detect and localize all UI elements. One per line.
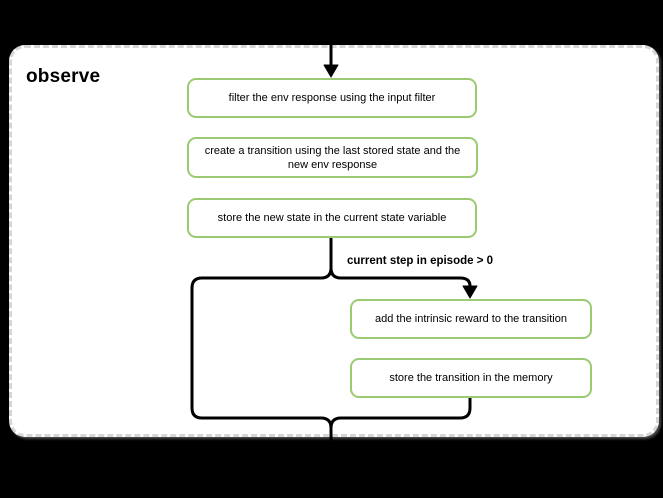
group-title: observe: [26, 66, 101, 87]
flow-node-store-transition: store the transition in the memory: [350, 358, 592, 398]
flow-node-label: store the new state in the current state…: [217, 212, 447, 224]
flow-node-label: add the intrinsic reward to the transiti…: [375, 313, 567, 325]
flow-node-store-new-state: store the new state in the current state…: [187, 198, 477, 238]
condition-label: current step in episode > 0: [347, 255, 494, 267]
flow-node-add-intrinsic-reward: add the intrinsic reward to the transiti…: [350, 299, 592, 339]
flow-node-filter-env-response: filter the env response using the input …: [187, 78, 477, 118]
flow-node-label: create a transition using the last store…: [204, 144, 461, 171]
flow-node-label: filter the env response using the input …: [228, 92, 436, 104]
flow-node-label: store the transition in the memory: [389, 372, 553, 384]
flow-node-create-transition: create a transition using the last store…: [187, 137, 478, 178]
